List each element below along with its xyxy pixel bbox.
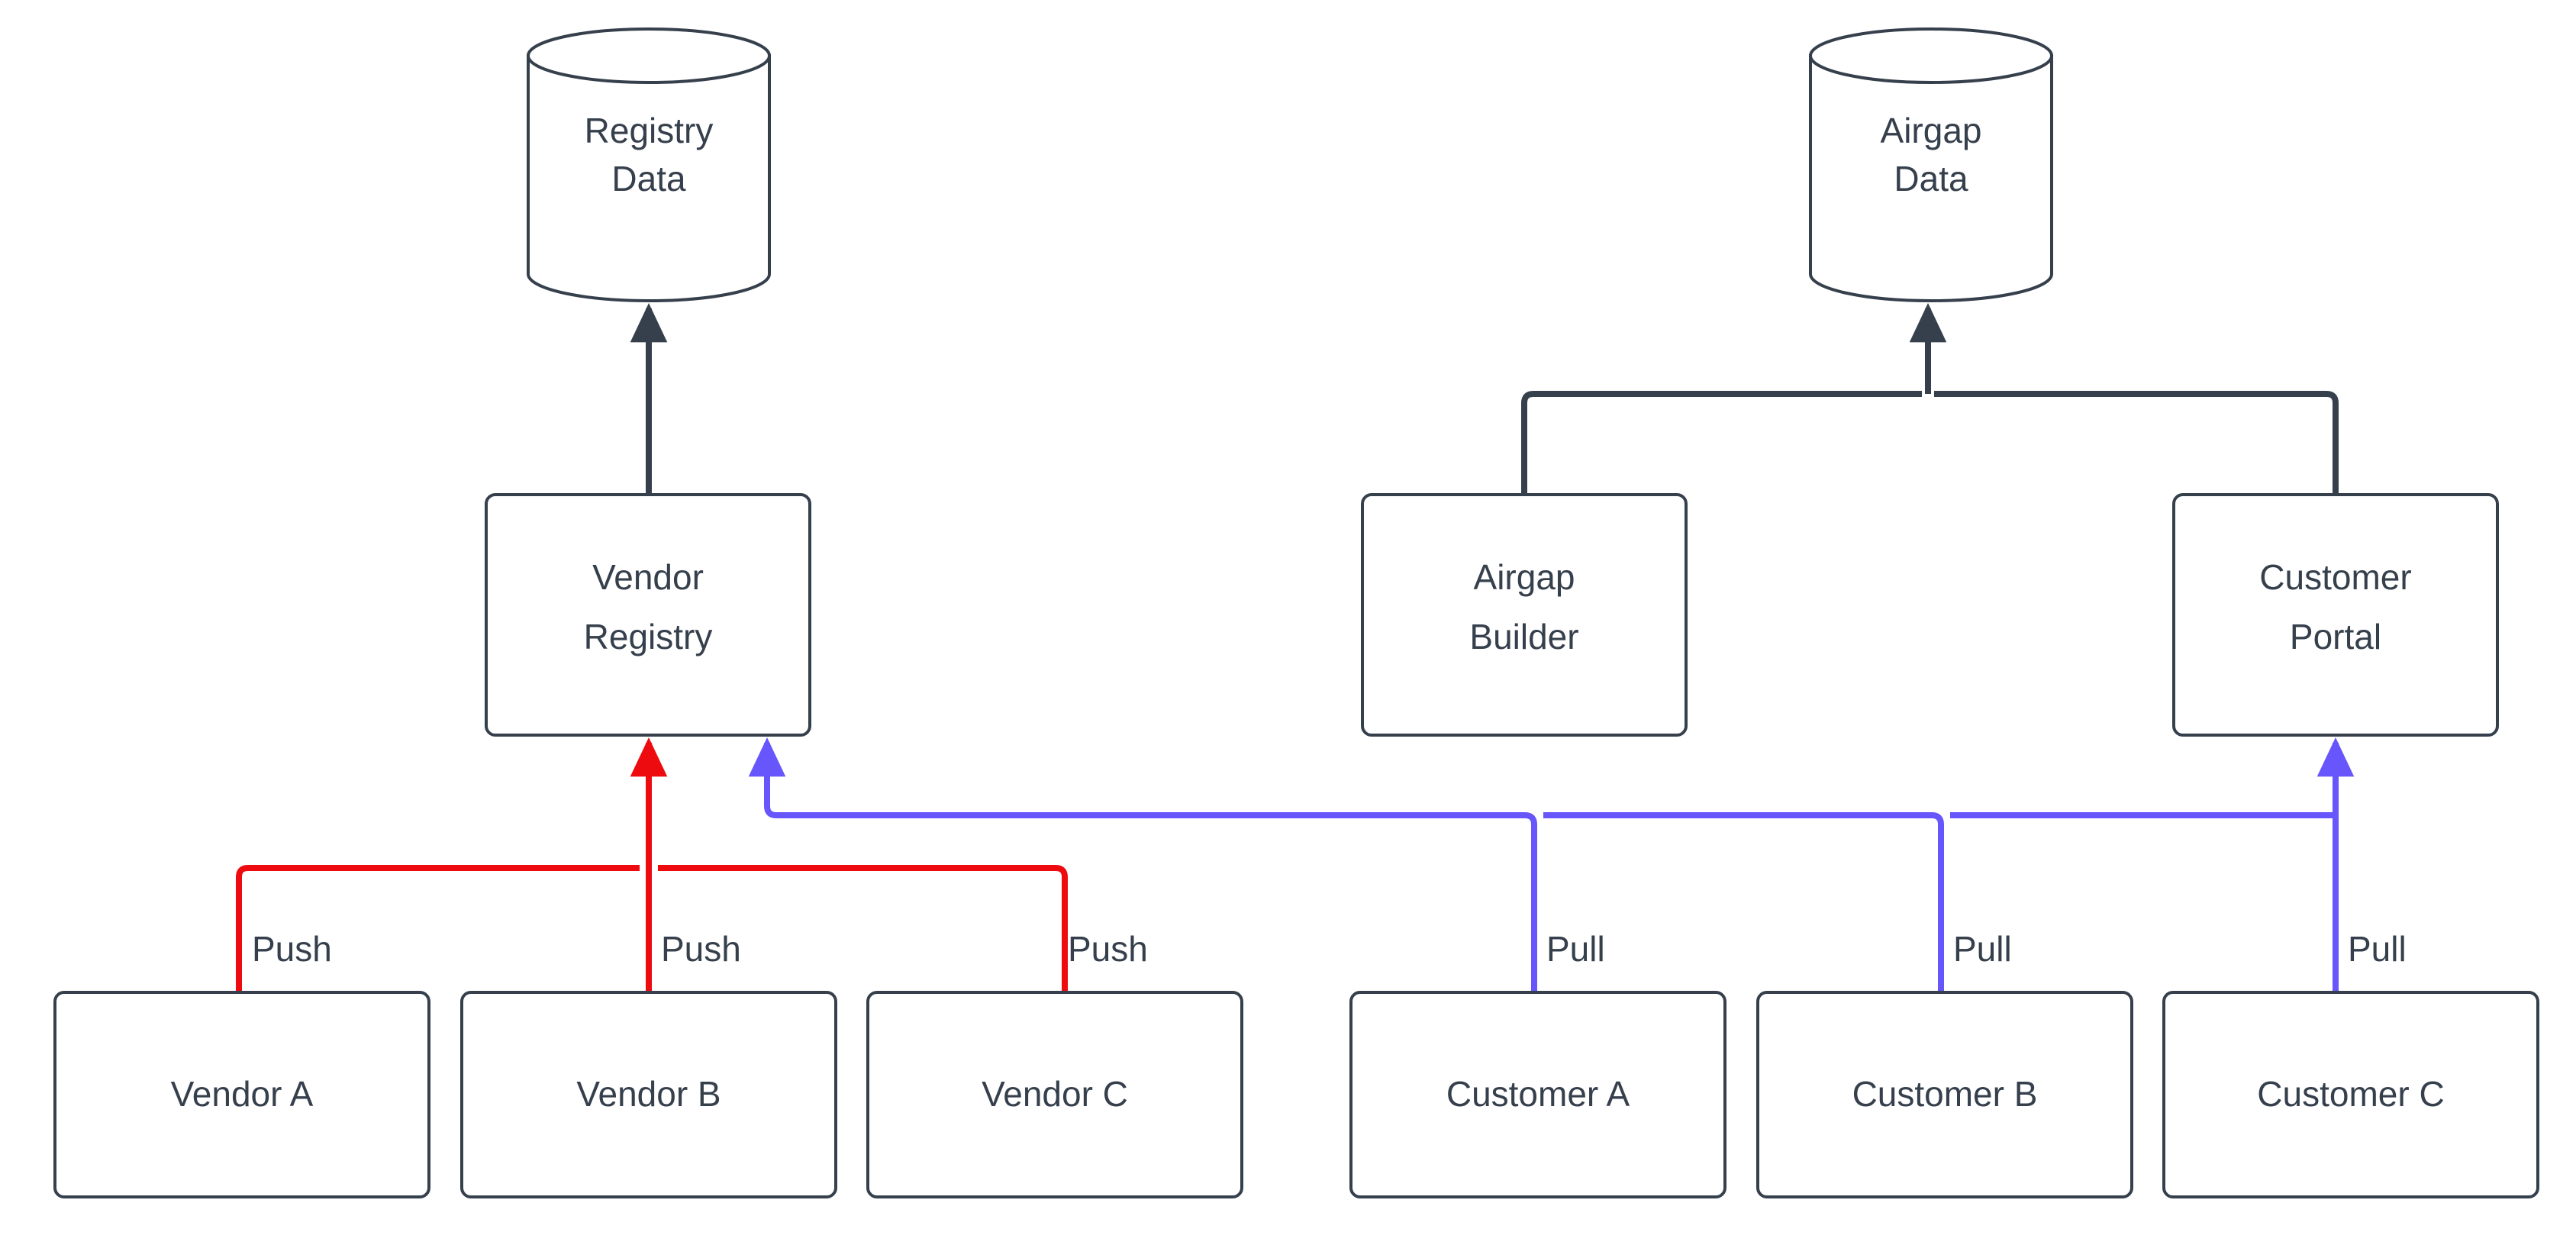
vendor-c-box	[866, 991, 1243, 1198]
registry-data-label-line1: Registry	[585, 111, 714, 150]
node-vendor-a[interactable]: Vendor A	[53, 991, 430, 1198]
vendor-registry-box	[485, 493, 811, 737]
edge-customer-a-pull	[748, 737, 1537, 992]
vendor-b-box	[460, 991, 837, 1198]
customer-a-box	[1349, 991, 1726, 1198]
edge-label-pull-customer-c: Pull	[2348, 929, 2407, 969]
vendor-b-label: Vendor B	[576, 1074, 721, 1114]
edge-label-push-vendor-a: Push	[252, 929, 332, 969]
vendor-c-label: Vendor C	[982, 1074, 1128, 1114]
node-customer-a[interactable]: Customer A	[1349, 991, 1726, 1198]
edge-label-push-vendor-c: Push	[1068, 929, 1148, 969]
customer-a-label: Customer A	[1446, 1074, 1630, 1114]
airgap-data-label-line2: Data	[1894, 159, 1968, 198]
airgap-builder-box	[1361, 493, 1688, 737]
edge-label-pull-customer-b: Pull	[1953, 929, 2012, 969]
registry-data-label-line2: Data	[611, 159, 686, 198]
node-vendor-registry[interactable]: Vendor Registry	[485, 493, 811, 737]
node-customer-portal[interactable]: Customer Portal	[2172, 493, 2499, 737]
edge-vendor-a-push	[236, 865, 640, 992]
customer-c-label: Customer C	[2257, 1074, 2444, 1114]
registry-data-cylinder-top	[527, 27, 771, 84]
node-registry-data[interactable]: Registry Data	[527, 27, 771, 302]
node-airgap-data[interactable]: Airgap Data	[1809, 27, 2053, 302]
node-airgap-builder[interactable]: Airgap Builder	[1361, 493, 1688, 737]
vendor-a-box	[53, 991, 430, 1198]
edge-customer-portal-to-bus	[1934, 391, 2339, 495]
airgap-data-cylinder-top	[1809, 27, 2053, 84]
node-vendor-b[interactable]: Vendor B	[460, 991, 837, 1198]
customer-portal-label-line2: Portal	[2290, 617, 2381, 656]
edge-airgap-builder-to-bus	[1521, 391, 1922, 495]
customer-b-label: Customer B	[1852, 1074, 2038, 1114]
customer-portal-box	[2172, 493, 2499, 737]
registry-data-cylinder-body	[527, 54, 771, 302]
node-vendor-c[interactable]: Vendor C	[866, 991, 1243, 1198]
vendor-registry-label-line1: Vendor	[592, 557, 704, 597]
node-customer-c[interactable]: Customer C	[2162, 991, 2539, 1198]
customer-portal-label-line1: Customer	[2259, 557, 2411, 597]
airgap-builder-label-line2: Builder	[1469, 617, 1578, 656]
vendor-registry-label-line2: Registry	[584, 617, 713, 656]
edge-customer-b-pull	[1543, 812, 1944, 992]
edge-vendor-c-push	[658, 865, 1068, 992]
customer-b-box	[1756, 991, 2133, 1198]
edge-label-push-vendor-b: Push	[661, 929, 741, 969]
airgap-data-cylinder-body	[1809, 54, 2053, 302]
airgap-builder-label-line1: Airgap	[1474, 557, 1575, 597]
airgap-data-label-line1: Airgap	[1881, 111, 1982, 150]
vendor-a-label: Vendor A	[171, 1074, 314, 1114]
customer-c-box	[2162, 991, 2539, 1198]
edge-label-pull-customer-a: Pull	[1546, 929, 1605, 969]
node-customer-b[interactable]: Customer B	[1756, 991, 2133, 1198]
